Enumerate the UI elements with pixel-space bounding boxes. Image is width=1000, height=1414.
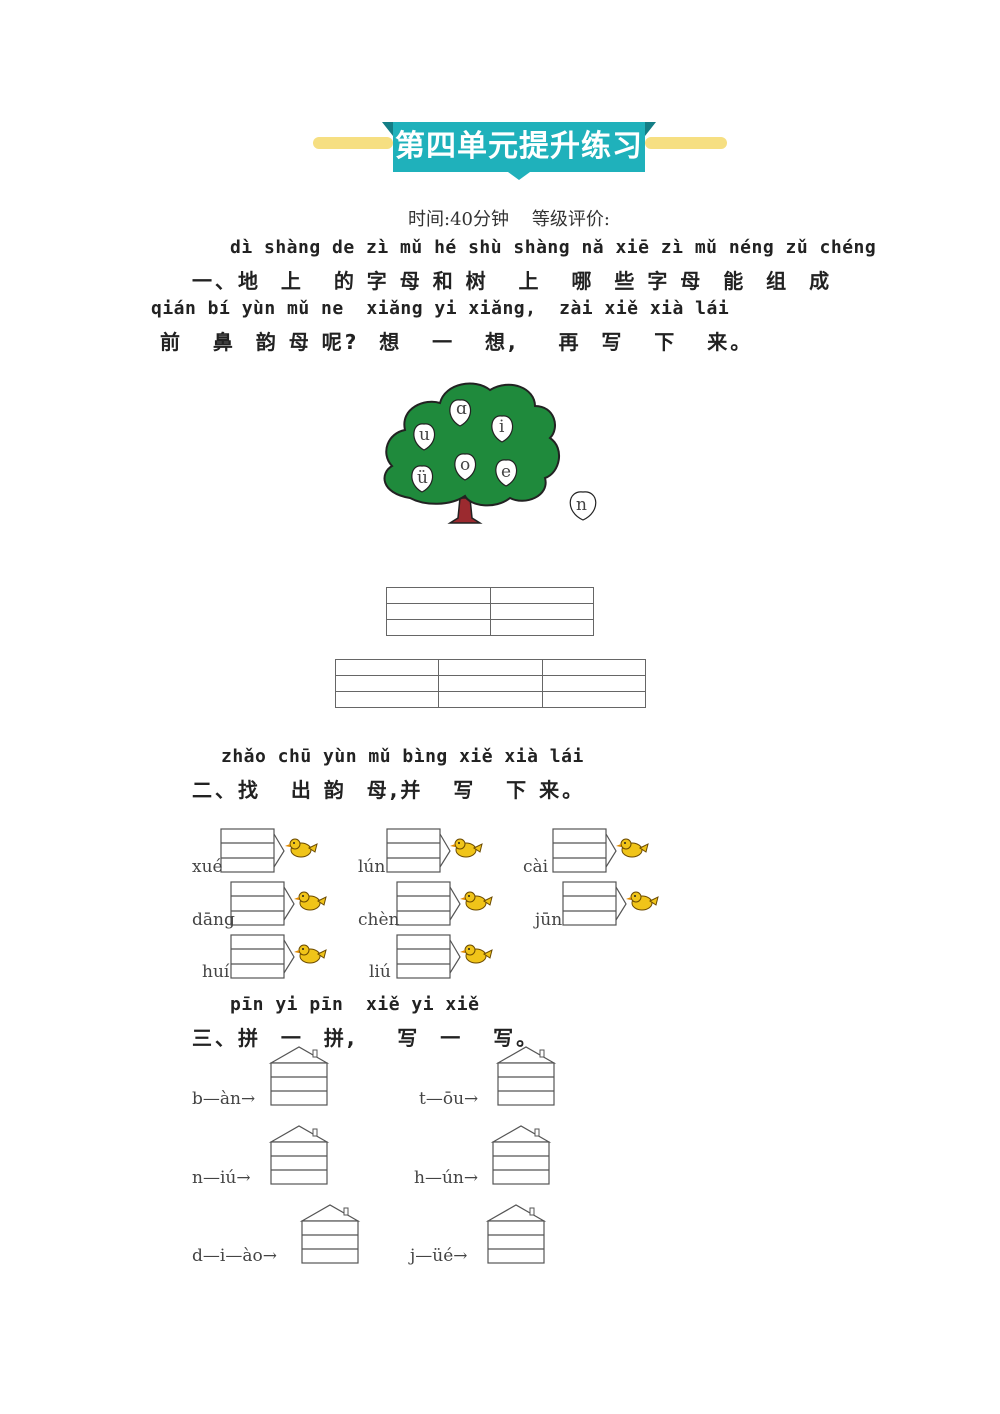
q2-item-3: cài: [523, 857, 549, 877]
q2-item-2: lún: [358, 857, 386, 877]
q3-item-5: d—i—ào→: [192, 1246, 277, 1266]
leaf-letter-u: u: [419, 425, 430, 445]
title-band-left: [313, 137, 393, 149]
answer-cell[interactable]: [438, 675, 543, 692]
leaf-letter-e: e: [501, 462, 512, 482]
answer-cell[interactable]: [489, 603, 594, 620]
leaf-a: [449, 399, 472, 427]
answer-cell[interactable]: [438, 691, 543, 708]
ground-leaf-letter: n: [576, 495, 587, 515]
tree-canopy: [383, 382, 560, 507]
leaf-u-umlaut: [411, 465, 434, 493]
answer-cell[interactable]: [334, 675, 440, 692]
answer-cell[interactable]: [386, 619, 491, 636]
answer-cell[interactable]: [489, 587, 594, 604]
leaf-u: [413, 423, 436, 451]
q3-item-6: j—üé→: [410, 1246, 468, 1266]
answer-cell[interactable]: [541, 675, 647, 692]
q2-question-line: 二、找 出 韵 母,并 写 下 来。: [192, 778, 586, 802]
q3-item-4: h—ún→: [414, 1168, 479, 1188]
q2-item-4: dāng: [192, 910, 235, 930]
ground-leaf: [569, 491, 597, 521]
title-banner: [393, 122, 645, 172]
answer-cell[interactable]: [541, 659, 647, 676]
q3-item-1: b—àn→: [192, 1089, 256, 1109]
q2-item-6: jūn: [535, 910, 563, 930]
title-banner-tabs: [382, 122, 656, 180]
leaf-letter-o: o: [460, 455, 471, 475]
q1-question-line1: 一、地 上 的 字 母 和 树 上 哪 些 字 母 能 组 成: [192, 269, 833, 293]
leaf-letter-i: i: [499, 417, 505, 437]
answer-cell[interactable]: [334, 691, 440, 708]
answer-cell[interactable]: [489, 619, 594, 636]
q2-item-1: xué: [192, 857, 223, 877]
leaf-i: [491, 415, 514, 443]
answer-cell[interactable]: [438, 659, 543, 676]
answer-cell[interactable]: [541, 691, 647, 708]
q1-pinyin-line2: qián bí yùn mǔ ne xiǎng yi xiǎng, zài xi…: [151, 298, 730, 319]
page-title: 第四单元提升练习: [395, 129, 643, 164]
q3-question-line: 三、拼 一 拼, 写 一 写。: [192, 1026, 540, 1050]
q3-item-3: n—iú→: [192, 1168, 251, 1188]
leaf-e: [495, 459, 518, 487]
leaf-o: [454, 453, 477, 481]
leaf-letter-u-umlaut: ü: [417, 468, 428, 488]
time-grade-line: 时间:40分钟 等级评价:: [408, 209, 610, 230]
answer-cell[interactable]: [386, 587, 491, 604]
answer-cell[interactable]: [334, 659, 440, 676]
q2-item-7: huí: [202, 962, 230, 982]
answer-grid-three-column: [334, 659, 647, 708]
answer-grid-two-column: [386, 587, 594, 636]
q3-pinyin-line: pīn yi pīn xiě yi xiě: [230, 994, 480, 1015]
q2-item-5: chèn: [358, 910, 400, 930]
q1-question-line2: 前 鼻 韵 母 呢? 想 一 想, 再 写 下 来。: [160, 330, 754, 354]
q2-item-8: liú: [369, 962, 391, 982]
q3-item-2: t—ōu→: [419, 1089, 479, 1109]
title-band-right: [645, 137, 727, 149]
q2-pinyin-line: zhǎo chū yùn mǔ bìng xiě xià lái: [221, 746, 584, 767]
q1-pinyin-line1: dì shàng de zì mǔ hé shù shàng nǎ xiē zì…: [230, 237, 877, 258]
leaf-letter-a: ɑ: [456, 399, 467, 419]
answer-cell[interactable]: [386, 603, 491, 620]
tree-illustration: [383, 382, 560, 524]
